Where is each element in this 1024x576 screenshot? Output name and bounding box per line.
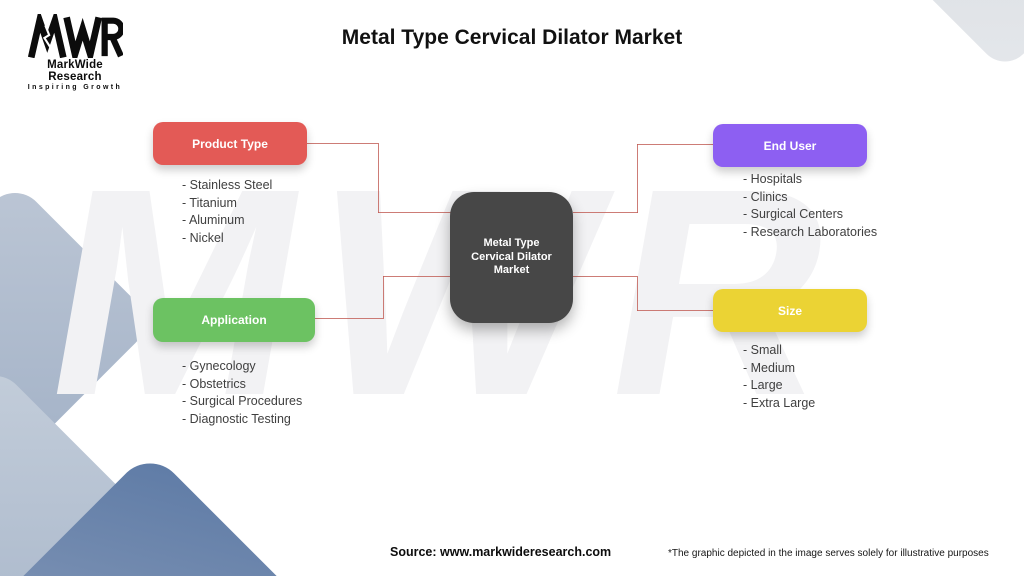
branch-box-size: Size	[713, 289, 867, 332]
page-title: Metal Type Cervical Dilator Market	[341, 26, 683, 49]
list-item: - Small	[743, 343, 782, 357]
branch-items-size: - Small - Medium - Large - Extra Large	[743, 342, 815, 412]
connector-product-type-v	[378, 143, 379, 213]
connector-end-user-h1	[573, 212, 638, 213]
markwide-logo: MarkWide Research Inspiring Growth	[20, 14, 130, 91]
connector-size-h1	[573, 276, 637, 277]
branch-label-product-type: Product Type	[192, 136, 268, 151]
logo-tagline: Inspiring Growth	[27, 84, 123, 91]
branch-label-size: Size	[777, 303, 802, 318]
branch-box-application: Application	[153, 298, 315, 342]
connector-product-type-h1	[307, 143, 378, 144]
branch-label-application: Application	[201, 313, 267, 327]
branch-items-product-type: - Stainless Steel - Titanium - Aluminum …	[182, 177, 272, 247]
connector-end-user-v	[637, 144, 638, 213]
branch-box-end-user: End User	[713, 124, 867, 167]
branch-items-application: - Gynecology - Obstetrics - Surgical Pro…	[182, 358, 302, 428]
list-item: - Hospitals	[743, 172, 803, 186]
list-item: - Stainless Steel	[182, 178, 273, 192]
list-item: - Medium	[743, 360, 796, 375]
list-item: - Large	[743, 378, 783, 392]
source-text: Source: www.markwideresearch.com	[390, 545, 612, 559]
list-item: - Aluminum	[182, 213, 245, 227]
branch-box-product-type: Product Type	[153, 122, 307, 165]
connector-application-v	[383, 276, 384, 319]
list-item: - Diagnostic Testing	[182, 411, 291, 426]
connector-application-h2	[383, 276, 452, 277]
list-item: - Obstetrics	[182, 376, 246, 391]
connector-size-h2	[637, 310, 713, 311]
logo-name: MarkWide Research	[47, 59, 103, 83]
list-item: - Research Laboratories	[743, 224, 878, 239]
list-item: - Nickel	[182, 230, 224, 245]
disclaimer-text: *The graphic depicted in the image serve…	[668, 548, 989, 559]
list-item: - Surgical Centers	[743, 207, 844, 221]
list-item: - Titanium	[182, 195, 237, 210]
branch-label-end-user: End User	[763, 138, 817, 153]
list-item: - Clinics	[743, 189, 788, 204]
connector-size-v	[637, 276, 638, 311]
connector-product-type-h2	[378, 212, 452, 213]
mwr-monogram-icon	[27, 14, 123, 58]
list-item: - Surgical Procedures	[182, 394, 303, 408]
connector-application-h1	[315, 318, 383, 319]
list-item: - Gynecology	[182, 359, 256, 373]
branch-items-end-user: - Hospitals - Clinics - Surgical Centers…	[743, 171, 877, 241]
connector-end-user-h2	[637, 144, 713, 145]
center-node: Metal Type Cervical Dilator Market	[450, 192, 573, 323]
center-node-label: Metal Type Cervical Dilator Market	[471, 237, 552, 277]
list-item: - Extra Large	[743, 395, 816, 410]
